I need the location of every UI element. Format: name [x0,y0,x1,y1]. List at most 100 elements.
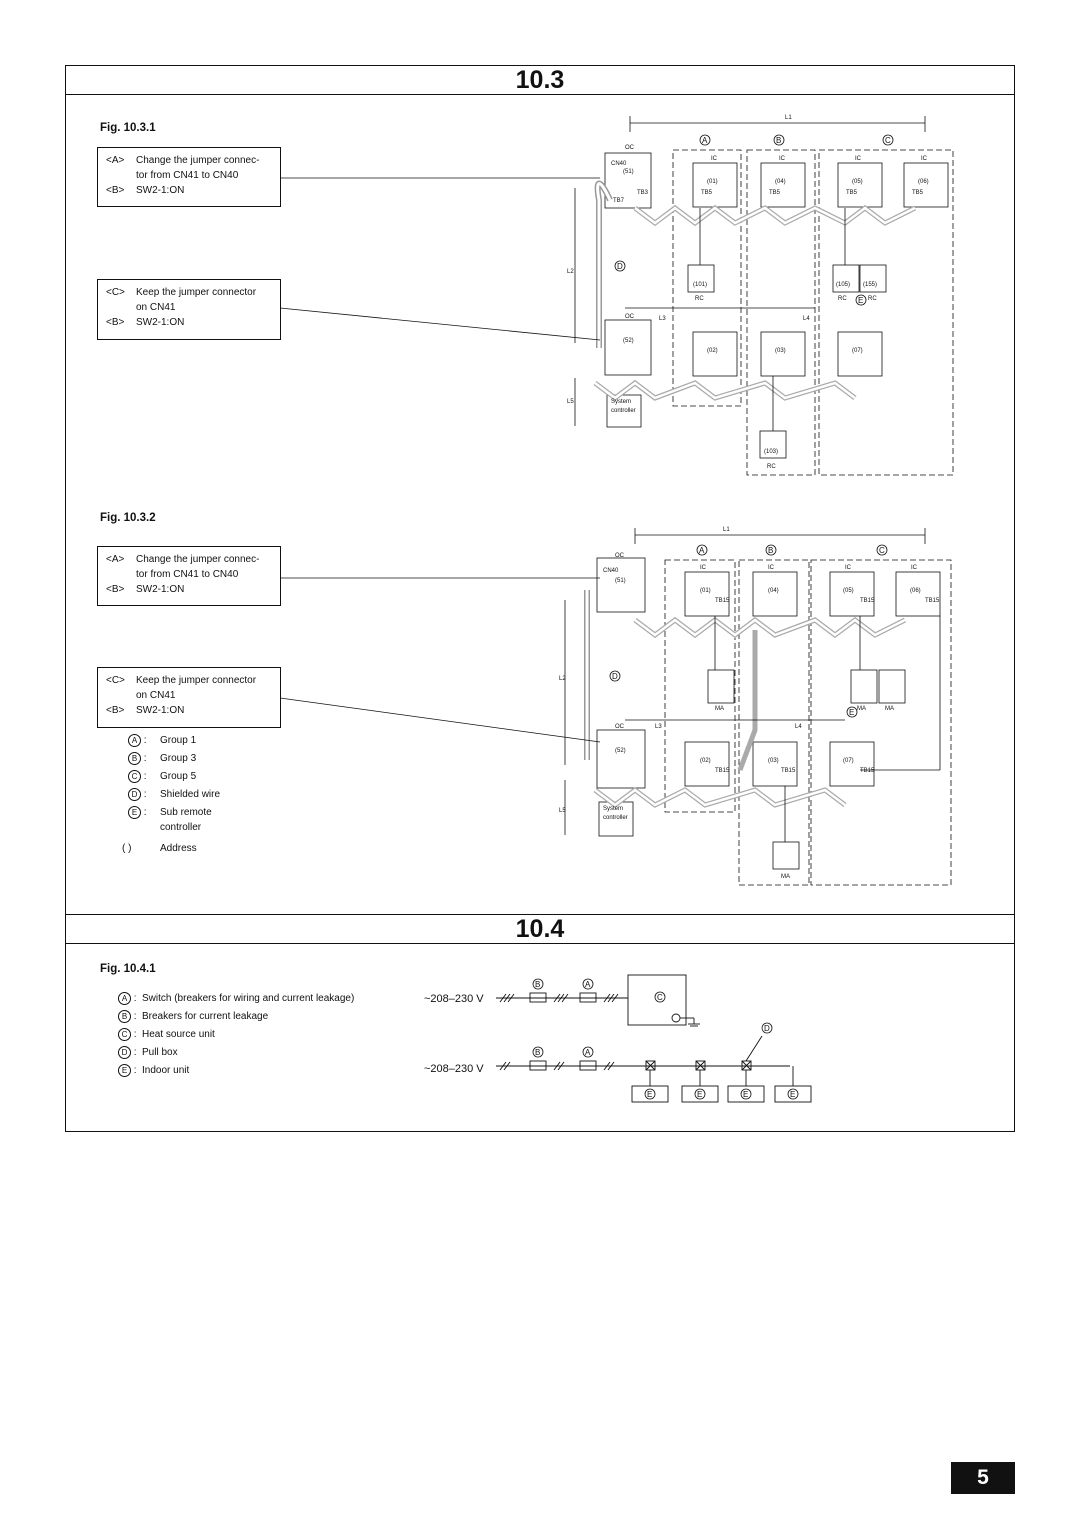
rc-label: RC [695,296,704,302]
cn40-label: CN40 [611,161,627,167]
breaker-leakage [529,1060,547,1071]
ma-label: MA [715,706,724,712]
fig-1032-diagram: L1 L2 L3 L4 L5 OC OC CN40 (51) (52) IC I… [559,527,952,886]
note-text: SW2-1:ON [136,185,185,196]
oc2-address: (52) [623,338,634,344]
tb15-label: TB15 [860,598,875,604]
ic-address: (05) [843,588,854,594]
pull-box [645,1060,656,1071]
fig-1031-leaders [280,177,601,341]
ic-address: (05) [852,179,863,185]
ic-address: (02) [707,348,718,354]
legend-marker: C [118,1028,131,1041]
controller-label: controller [603,815,628,821]
breaker-leakage [529,992,547,1003]
tb15-label: TB15 [781,768,796,774]
group-a-box [672,149,742,407]
rc-address: (105) [836,282,850,288]
dim-l4-label: L4 [795,724,802,730]
ic-address: (02) [700,758,711,764]
oc1-address: (51) [623,169,634,175]
tb15-label: TB15 [860,768,875,774]
marker-a: A [585,980,591,989]
controller-label: controller [611,408,636,414]
tb5-label: TB5 [769,190,781,196]
fig-1031-note-c: <C>Keep the jumper connector on CN41 <B>… [97,279,281,340]
oc2-address: (52) [615,748,626,754]
sub-remote-marker: E [858,296,863,305]
legend-text: Pull box [142,1047,178,1058]
note-text: SW2-1:ON [136,317,185,328]
rc-label: RC [767,464,776,470]
ic-address: (04) [775,179,786,185]
ic-label: IC [779,156,786,162]
legend-marker: A [118,992,131,1005]
dim-l2-label: L2 [567,269,574,275]
tb7-label: TB7 [613,198,625,204]
group-a-marker: A [699,546,705,555]
page-number: 5 [951,1462,1015,1494]
group-c-marker: C [885,136,891,145]
switch-breaker [579,992,597,1003]
group-c-box [810,559,952,886]
ic-label: IC [845,565,852,571]
legend-text: Group 1 [160,735,197,746]
marker-b: B [535,1048,540,1057]
indoor-unit-03 [760,331,806,377]
ic-label: IC [911,565,918,571]
tb15-label: TB15 [715,768,730,774]
tb5-label: TB5 [912,190,924,196]
marker-a: A [585,1048,591,1057]
legend-key: ( ) [122,843,132,854]
indoor-unit-06 [903,162,949,208]
legend-text: Breakers for current leakage [142,1011,269,1022]
group-c-marker: C [879,546,885,555]
marker-e: E [743,1090,748,1099]
note-text: Keep the jumper connector [136,675,257,686]
heat-source-unit [627,974,687,1026]
oc-label: OC [615,553,625,559]
note-key: <A> [106,554,125,565]
note-text: on CN41 [136,302,176,313]
ma-remote-4 [772,841,800,870]
note-key [106,688,136,703]
fig-1041-legend: A :Switch (breakers for wiring and curre… [118,990,354,1080]
indoor-unit-01 [684,571,730,617]
indoor-unit-06 [895,571,941,617]
legend-text: Shielded wire [160,789,221,800]
ic-label: IC [921,156,928,162]
legend-text: Heat source unit [142,1029,215,1040]
legend-marker: A [128,734,141,747]
oc-label: OC [625,314,635,320]
section-103-header: 10.3 [65,65,1015,95]
tb15-label: TB15 [925,598,940,604]
tb5-label: TB5 [701,190,713,196]
oc-label: OC [615,724,625,730]
note-key [106,300,136,315]
note-key [106,567,136,582]
group-a-box [664,559,736,813]
legend-text: controller [160,822,202,833]
ic-label: IC [855,156,862,162]
rc-address: (103) [764,449,778,455]
indoor-unit-01 [692,162,738,208]
indoor-unit [681,1085,719,1103]
ma-label: MA [857,706,866,712]
legend-marker: B [118,1010,131,1023]
legend-marker: E [128,806,141,819]
ic-address: (06) [918,179,929,185]
note-key: <B> [106,584,125,595]
ic-address: (01) [700,588,711,594]
rc-label: RC [868,296,877,302]
indoor-unit-07 [829,741,875,787]
fig-1032-note-c: <C>Keep the jumper connector on CN41 <B>… [97,667,281,728]
legend-marker: B [128,752,141,765]
oc-label: OC [625,145,635,151]
marker-c: C [657,993,663,1002]
remote-155 [859,264,887,293]
cn40-label: CN40 [603,568,619,574]
fig-1031-label: Fig. 10.3.1 [100,122,156,134]
indoor-unit [727,1085,765,1103]
legend-marker: D [128,788,141,801]
ma-label: MA [885,706,894,712]
